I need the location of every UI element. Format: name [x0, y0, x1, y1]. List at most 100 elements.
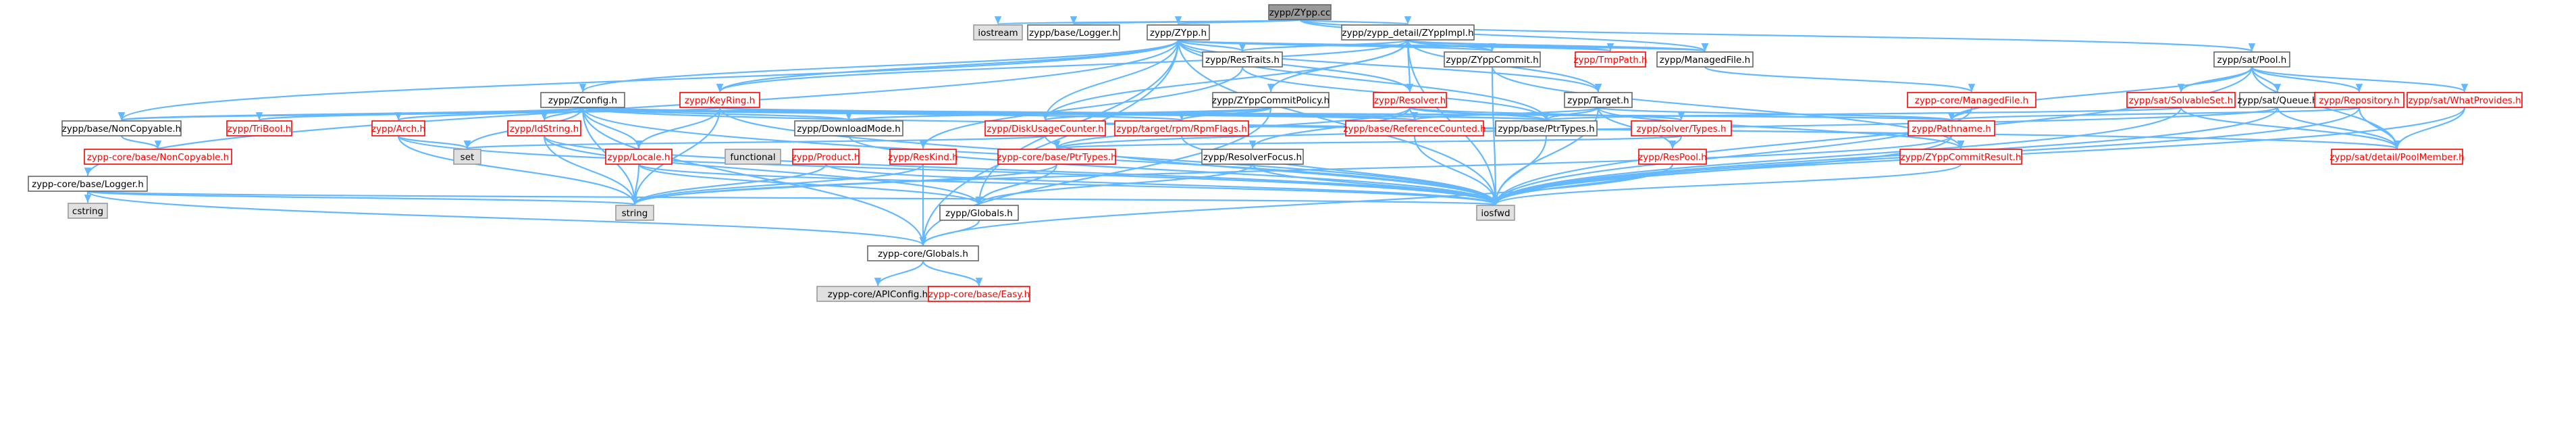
node-pathname[interactable]: zypp/Pathname.h	[1908, 120, 1995, 136]
node-pool-h[interactable]: zypp/sat/Pool.h	[2213, 51, 2290, 68]
node-product[interactable]: zypp/Product.h	[792, 149, 860, 165]
node-diskusage[interactable]: zypp/DiskUsageCounter.h	[984, 120, 1106, 136]
node-globals[interactable]: zypp/Globals.h	[939, 205, 1019, 221]
include-edge	[395, 106, 584, 122]
node-repository[interactable]: zypp/Repository.h	[2314, 92, 2404, 108]
node-core-ptrtypes[interactable]: zypp-core/base/PtrTypes.h	[997, 149, 1117, 165]
node-box	[928, 286, 1030, 302]
node-box	[371, 120, 425, 136]
node-label: cstring	[72, 206, 103, 217]
node-label: zypp/sat/SolvableSet.h	[2129, 95, 2233, 106]
node-set[interactable]: set	[453, 149, 481, 165]
node-label: zypp/ZYppCommitPolicy.h	[1212, 95, 1330, 106]
node-label: zypp/IdString.h	[510, 124, 579, 134]
node-ptrtypes[interactable]: zypp/base/PtrTypes.h	[1495, 120, 1598, 136]
node-solvertypes[interactable]: zypp/solver/Types.h	[1631, 120, 1732, 136]
include-edge	[824, 163, 1499, 206]
node-resolverfocus[interactable]: zypp/ResolverFocus.h	[1201, 149, 1304, 165]
node-box	[1575, 51, 1646, 68]
include-edge	[847, 135, 1500, 205]
include-edge	[1053, 134, 1683, 150]
node-label: zypp/Locale.h	[608, 152, 671, 163]
node-noncopyable[interactable]: zypp/base/NonCopyable.h	[61, 120, 182, 136]
node-commitresult[interactable]: zypp/ZYppCommitResult.h	[1899, 149, 2022, 165]
node-tmppath[interactable]: zypp/TmpPath.h	[1573, 51, 1648, 68]
node-label: string	[622, 208, 648, 219]
node-zypp-h[interactable]: zypp/ZYpp.h	[1147, 24, 1210, 41]
node-cstring[interactable]: cstring	[68, 203, 108, 219]
node-box	[1631, 120, 1732, 136]
node-label: set	[461, 152, 475, 163]
node-zyppimpl[interactable]: zypp/zypp_detail/ZYppImpl.h	[1341, 24, 1475, 41]
include-edge	[1177, 39, 1500, 205]
node-restraits[interactable]: zypp/ResTraits.h	[1202, 51, 1283, 68]
node-arch[interactable]: zypp/Arch.h	[371, 120, 425, 136]
node-box	[1907, 92, 2036, 108]
node-string[interactable]: string	[615, 205, 654, 221]
node-easy[interactable]: zypp-core/base/Easy.h	[928, 286, 1030, 302]
node-base-logger[interactable]: zypp/base/Logger.h	[1027, 24, 1120, 41]
node-box	[997, 149, 1116, 165]
node-core-logger[interactable]: zypp-core/base/Logger.h	[28, 176, 148, 192]
node-whatprovides[interactable]: zypp/sat/WhatProvides.h	[2407, 92, 2523, 108]
include-edge	[716, 39, 1409, 93]
node-refcounted[interactable]: zypp/base/ReferenceCounted.h	[1343, 120, 1486, 136]
node-iosfwd[interactable]: iosfwd	[1476, 205, 1515, 221]
node-label: zypp/ResolverFocus.h	[1203, 152, 1302, 163]
node-core-managedfile[interactable]: zypp-core/ManagedFile.h	[1907, 92, 2036, 108]
node-queue[interactable]: zypp/sat/Queue.h	[2237, 92, 2318, 108]
node-core-noncopyable[interactable]: zypp-core/base/NonCopyable.h	[84, 149, 232, 165]
include-edge	[1042, 106, 1272, 122]
node-label: zypp-core/base/Logger.h	[32, 179, 144, 190]
node-box	[1656, 51, 1754, 68]
include-edge	[2276, 107, 2401, 149]
node-apiconfig[interactable]: zypp-core/APIConfig.h	[816, 286, 939, 302]
include-edge	[2180, 107, 2401, 149]
node-poolmember[interactable]: zypp/sat/detail/PoolMember.h	[2330, 149, 2465, 165]
node-box	[2126, 92, 2236, 108]
node-rpmflags[interactable]: zypp/target/rpm/RpmFlags.h	[1114, 120, 1249, 136]
node-solvableset[interactable]: zypp/sat/SolvableSet.h	[2126, 92, 2236, 108]
node-locale[interactable]: zypp/Locale.h	[605, 149, 673, 165]
include-edge	[922, 260, 983, 286]
node-box	[1495, 120, 1598, 136]
node-commitpolicy[interactable]: zypp/ZYppCommitPolicy.h	[1212, 92, 1330, 108]
node-iostream[interactable]: iostream	[973, 24, 1023, 41]
include-edge	[1248, 107, 1411, 149]
include-edge	[543, 135, 639, 205]
node-box	[540, 92, 625, 108]
node-box	[939, 205, 1019, 221]
node-label: zypp/Target.h	[1567, 95, 1629, 106]
node-keyring[interactable]: zypp/KeyRing.h	[679, 92, 760, 108]
node-respool[interactable]: zypp/ResPool.h	[1638, 149, 1707, 165]
node-managedfile[interactable]: zypp/ManagedFile.h	[1656, 51, 1754, 68]
include-edge	[2177, 66, 2253, 93]
include-edge	[464, 134, 1047, 150]
node-box	[615, 205, 654, 221]
node-label: functional	[730, 152, 775, 163]
node-box	[2213, 51, 2290, 68]
node-downloadmode[interactable]: zypp/DownloadMode.h	[794, 120, 903, 136]
node-functional[interactable]: functional	[725, 149, 781, 165]
node-box	[984, 120, 1106, 136]
include-edge	[1239, 39, 1409, 53]
node-zyppcommit[interactable]: zypp/ZYppCommit.h	[1444, 51, 1541, 68]
node-zconfig[interactable]: zypp/ZConfig.h	[540, 92, 625, 108]
include-edge	[1543, 106, 2182, 122]
node-target[interactable]: zypp/Target.h	[1564, 92, 1633, 108]
node-resolver[interactable]: zypp/Resolver.h	[1373, 92, 1447, 108]
node-root[interactable]: zypp/ZYpp.cc	[1268, 4, 1332, 20]
include-edge	[543, 135, 983, 205]
include-edge	[579, 39, 1180, 93]
node-tribool[interactable]: zypp/TriBool.h	[226, 120, 292, 136]
include-edge	[1177, 39, 1602, 93]
include-edge	[1409, 106, 1550, 122]
node-idstring[interactable]: zypp/IdString.h	[507, 120, 581, 136]
node-label: zypp/ZYppCommit.h	[1446, 55, 1538, 66]
node-box	[1114, 120, 1249, 136]
node-core-globals[interactable]: zypp-core/Globals.h	[867, 245, 979, 261]
include-edge	[1407, 39, 1708, 53]
node-reskind[interactable]: zypp/ResKind.h	[888, 149, 958, 165]
node-label: zypp/sat/Queue.h	[2237, 95, 2317, 106]
node-label: zypp/DownloadMode.h	[797, 124, 901, 134]
